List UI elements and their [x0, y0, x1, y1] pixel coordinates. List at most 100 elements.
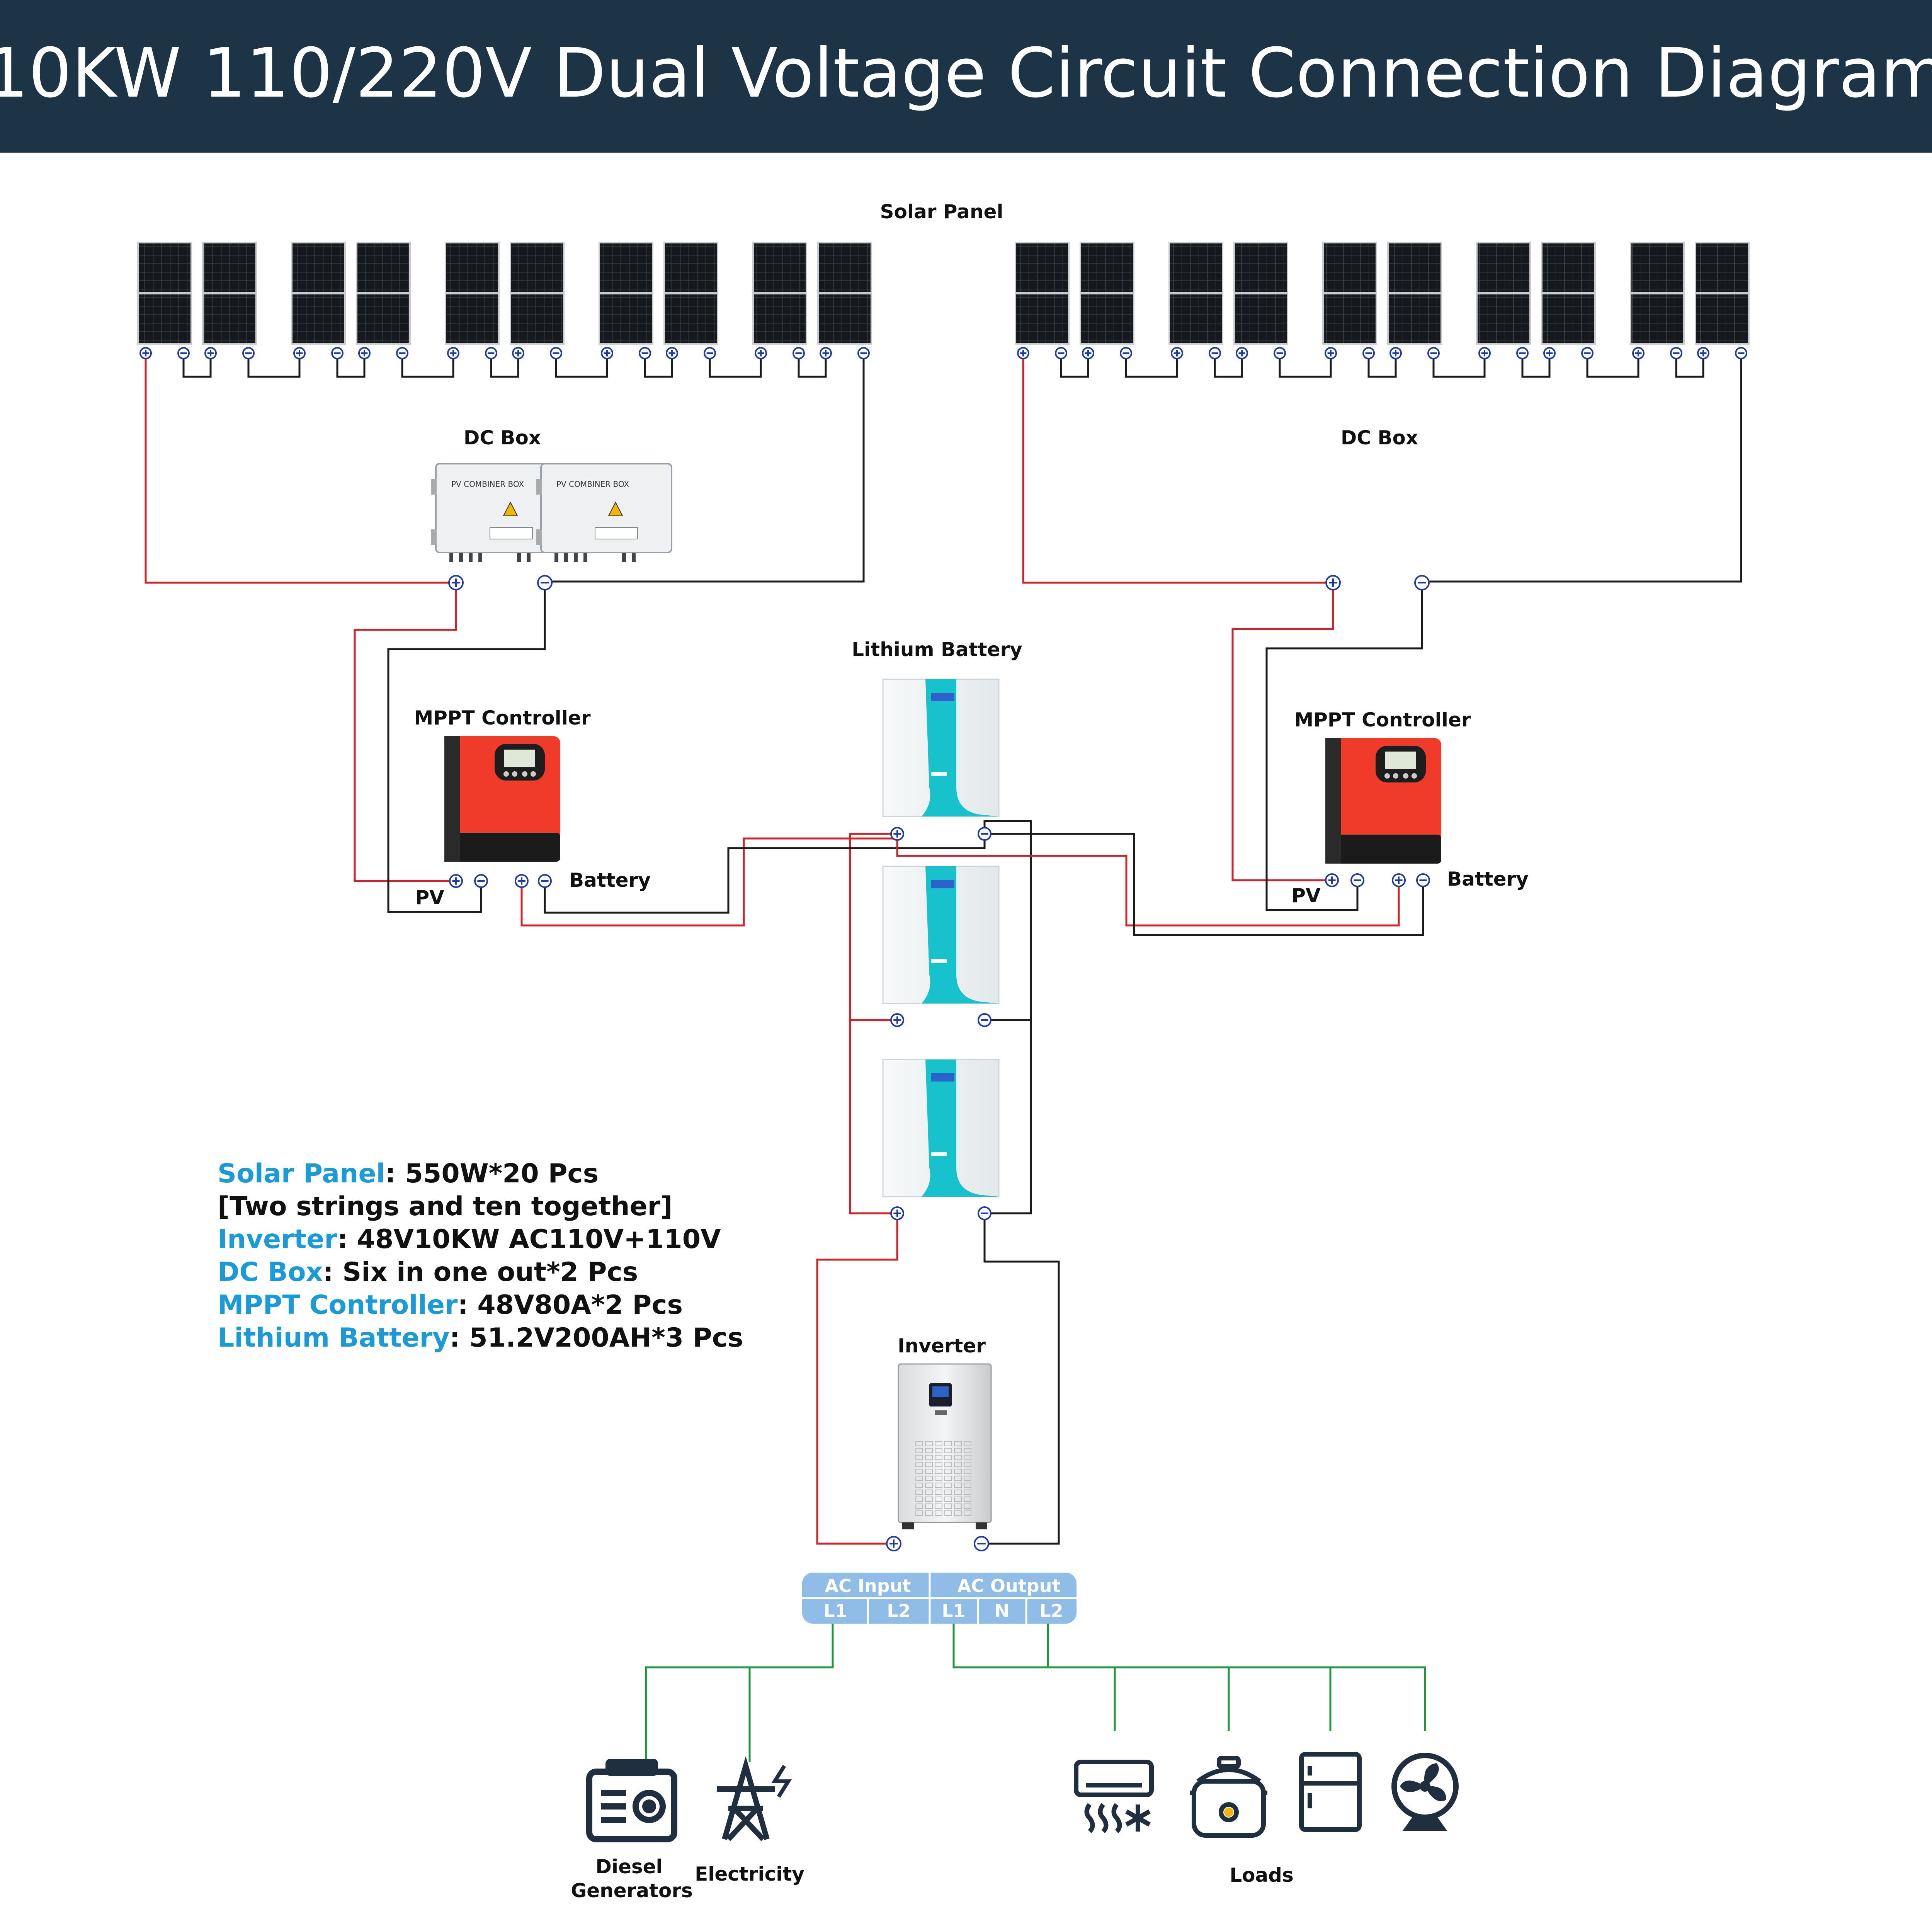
air-conditioner-icon — [1074, 1760, 1154, 1833]
positive-terminal — [890, 1206, 904, 1220]
dc-box-right-label: DC Box — [1341, 427, 1418, 449]
positive-terminal — [447, 347, 459, 359]
spec-value-2: [Two strings and ten together] — [218, 1191, 672, 1222]
grille-slot — [964, 1462, 971, 1467]
series-jumper — [1521, 353, 1551, 378]
negative-terminal — [537, 575, 553, 590]
grille-slot — [944, 1469, 952, 1474]
solar-panel — [1322, 242, 1377, 345]
pv-negative-wire — [1265, 590, 1423, 911]
ac-terminal-panel: AC Input AC Output L1 L2 L1 N L2 — [802, 1573, 1077, 1624]
positive-terminal — [1543, 347, 1556, 359]
positive-terminal — [1236, 347, 1248, 359]
positive-terminal — [139, 347, 152, 359]
grille-slot — [944, 1510, 952, 1516]
grille-slot — [964, 1455, 971, 1460]
grille-slot — [925, 1469, 933, 1474]
negative-terminal — [1516, 347, 1529, 359]
grille-slot — [964, 1441, 971, 1446]
combiner-box-text: PV COMBINER BOX — [451, 480, 524, 489]
spec-line-6: Lithium Battery: 51.2V200AH*3 Pcs — [218, 1323, 743, 1353]
series-jumper — [1586, 353, 1639, 378]
fan-icon — [1391, 1753, 1459, 1831]
pv-negative-wire — [387, 590, 546, 913]
mppt-controller-left — [444, 736, 560, 862]
grille-slot — [944, 1503, 952, 1509]
grille-slot — [964, 1490, 971, 1495]
string-positive-wire — [1022, 353, 1333, 584]
grille-slot — [915, 1483, 923, 1488]
positive-terminal — [1325, 347, 1337, 359]
warning-icon — [608, 501, 623, 516]
grille-slot — [915, 1462, 923, 1467]
positive-terminal — [890, 827, 904, 841]
inverter-unit — [898, 1363, 992, 1529]
grille-slot — [935, 1483, 942, 1488]
grille-slot — [944, 1476, 952, 1481]
lithium-battery-module — [882, 679, 1000, 817]
spec-line-5: MPPT Controller: 48V80A*2 Pcs — [218, 1290, 683, 1320]
grille-slot — [935, 1476, 942, 1481]
string-negative-wire — [545, 353, 865, 583]
negative-terminal — [978, 827, 992, 841]
battery-stack — [882, 679, 1000, 1197]
series-jumper — [1432, 353, 1486, 378]
series-jumper — [182, 353, 212, 378]
mppt-battery-positive — [896, 834, 1400, 927]
grille-slot — [925, 1441, 933, 1446]
loads-label: Loads — [1230, 1864, 1294, 1886]
series-jumper — [644, 353, 673, 378]
solar-panel — [1168, 242, 1223, 345]
positive-terminal — [204, 347, 217, 359]
inverter-screen — [932, 1386, 949, 1397]
grille-slot — [915, 1510, 923, 1516]
lcd-screen — [504, 750, 535, 767]
fridge-icon — [1299, 1752, 1362, 1832]
dc-box-left-label: DC Box — [464, 427, 541, 449]
grille-slot — [915, 1476, 923, 1481]
solar-panel — [1476, 242, 1531, 345]
pv-left-label: PV — [415, 886, 444, 909]
dc-box-right: PV COMBINER BOX — [536, 463, 672, 562]
positive-terminal — [820, 347, 832, 359]
inverter-label: Inverter — [898, 1335, 986, 1357]
grille-slot — [944, 1441, 952, 1446]
grille-slot — [935, 1497, 942, 1502]
positive-terminal — [448, 575, 464, 590]
grille-slot — [925, 1448, 933, 1453]
solar-panel-array — [137, 242, 1750, 345]
series-jumper — [247, 353, 301, 378]
mppt-left-label: MPPT Controller — [414, 707, 591, 729]
series-jumper — [1060, 353, 1089, 378]
grille-slot — [964, 1510, 971, 1516]
grille-slot — [915, 1448, 923, 1453]
ac-output-n: N — [995, 1600, 1010, 1621]
positive-terminal — [1325, 873, 1339, 887]
grille-slot — [935, 1490, 942, 1495]
lithium-battery-module — [882, 866, 1000, 1004]
positive-terminal — [1325, 575, 1341, 590]
positive-terminal — [449, 874, 463, 888]
negative-terminal — [1350, 873, 1364, 887]
series-jumper — [490, 353, 519, 378]
grille-slot — [964, 1497, 971, 1502]
mppt-battery-negative — [985, 833, 1424, 936]
header-bar — [0, 0, 1932, 153]
spec-key-4: DC Box — [218, 1257, 323, 1287]
solar-panel — [1015, 242, 1070, 345]
combiner-box-text: PV COMBINER BOX — [556, 480, 629, 489]
positive-terminal — [1171, 347, 1183, 359]
solar-panel — [137, 242, 192, 345]
series-jumper — [555, 353, 608, 378]
spec-key-5: MPPT Controller — [218, 1290, 458, 1320]
grille-slot — [944, 1497, 952, 1502]
negative-terminal — [978, 1013, 992, 1027]
mppt-battery-negative — [544, 834, 986, 914]
solar-panel — [1630, 242, 1685, 345]
ac-input-l2: L2 — [887, 1600, 910, 1621]
spec-value-3: : 48V10KW AC110V+110V — [337, 1224, 721, 1255]
ac-input-l1: L1 — [823, 1600, 847, 1621]
ac-input-label: AC Input — [825, 1575, 911, 1596]
battery-display — [931, 693, 954, 701]
